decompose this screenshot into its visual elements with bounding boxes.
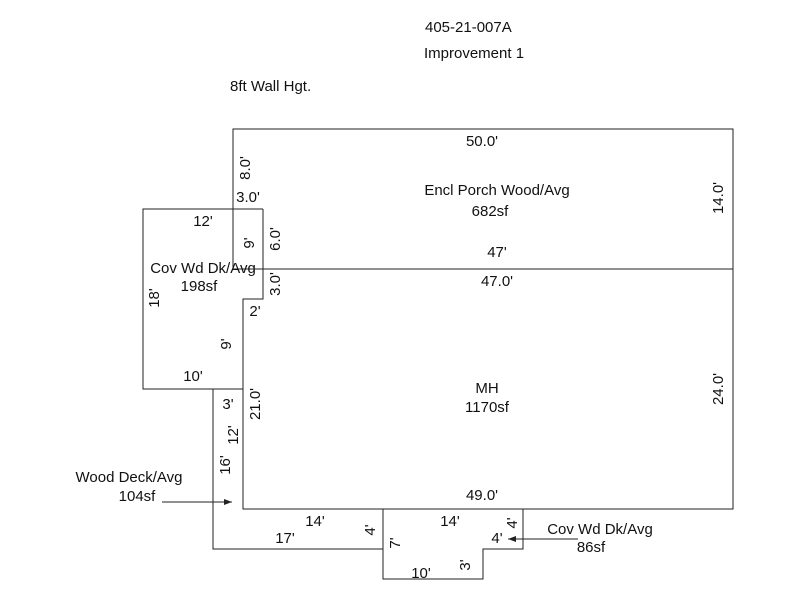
mh-area: 1170sf [465, 399, 510, 416]
encl-porch-area: 682sf [472, 203, 510, 220]
dim-mh-left-upper: 3.0' [267, 272, 284, 296]
dim-wood-deck-left: 16' [217, 455, 234, 475]
dim-cov-left-right: 9' [241, 237, 258, 248]
cov-deck-left-name: Cov Wd Dk/Avg [150, 260, 256, 277]
cov-deck-left-outline [142, 208, 263, 390]
dim-mh-step: 2' [249, 303, 260, 320]
wall-height-label: 8ft Wall Hgt. [230, 78, 311, 95]
wood-deck-outline [212, 388, 383, 550]
dim-cov-bot-left: 7' [387, 537, 404, 548]
dim-wood-deck-top: 3' [222, 396, 233, 413]
cov-deck-bottom-area: 86sf [577, 539, 606, 556]
dim-porch-left-upper: 8.0' [237, 156, 254, 180]
dim-cov-bot-bottom: 10' [411, 565, 431, 582]
dim-porch-left-lower: 6.0' [267, 227, 284, 251]
dim-cov-bot-right: 4' [504, 517, 521, 528]
dim-mh-top: 47.0' [481, 273, 513, 290]
encl-porch-outline [232, 128, 734, 270]
cov-deck-bottom-outline [382, 509, 524, 580]
cov-deck-left-area: 198sf [181, 278, 219, 295]
dim-wood-deck-right-bottom: 14' [305, 513, 325, 530]
dim-porch-right: 14.0' [710, 182, 727, 214]
parcel-id: 405-21-007A [425, 19, 512, 36]
dim-mh-left: 21.0' [247, 388, 264, 420]
dim-porch-top: 50.0' [466, 133, 498, 150]
dim-mh-right: 24.0' [710, 373, 727, 405]
dim-cov-bot-top: 14' [440, 513, 460, 530]
mh-name: MH [475, 380, 498, 397]
dim-mh-bottom: 49.0' [466, 487, 498, 504]
dim-cov-left-inner: 9' [218, 338, 235, 349]
dim-wood-deck-end: 4' [362, 524, 379, 535]
dim-cov-bot-inner: 4' [491, 530, 502, 547]
dim-wood-deck-inner: 12' [225, 425, 242, 445]
cov-deck-bottom-name: Cov Wd Dk/Avg [547, 521, 653, 538]
dim-cov-left-left: 18' [146, 288, 163, 308]
wood-deck-name: Wood Deck/Avg [76, 469, 183, 486]
wood-deck-area: 104sf [119, 488, 157, 505]
dim-wood-deck-bottom: 17' [275, 530, 295, 547]
improvement-label: Improvement 1 [424, 45, 524, 62]
dim-cov-left-bottom: 10' [183, 368, 203, 385]
dim-cov-left-top: 12' [193, 213, 213, 230]
dim-porch-bottom: 47' [487, 244, 507, 261]
dim-cov-bot-step: 3' [457, 559, 474, 570]
dim-porch-step: 3.0' [236, 189, 260, 206]
encl-porch-name: Encl Porch Wood/Avg [424, 182, 569, 199]
